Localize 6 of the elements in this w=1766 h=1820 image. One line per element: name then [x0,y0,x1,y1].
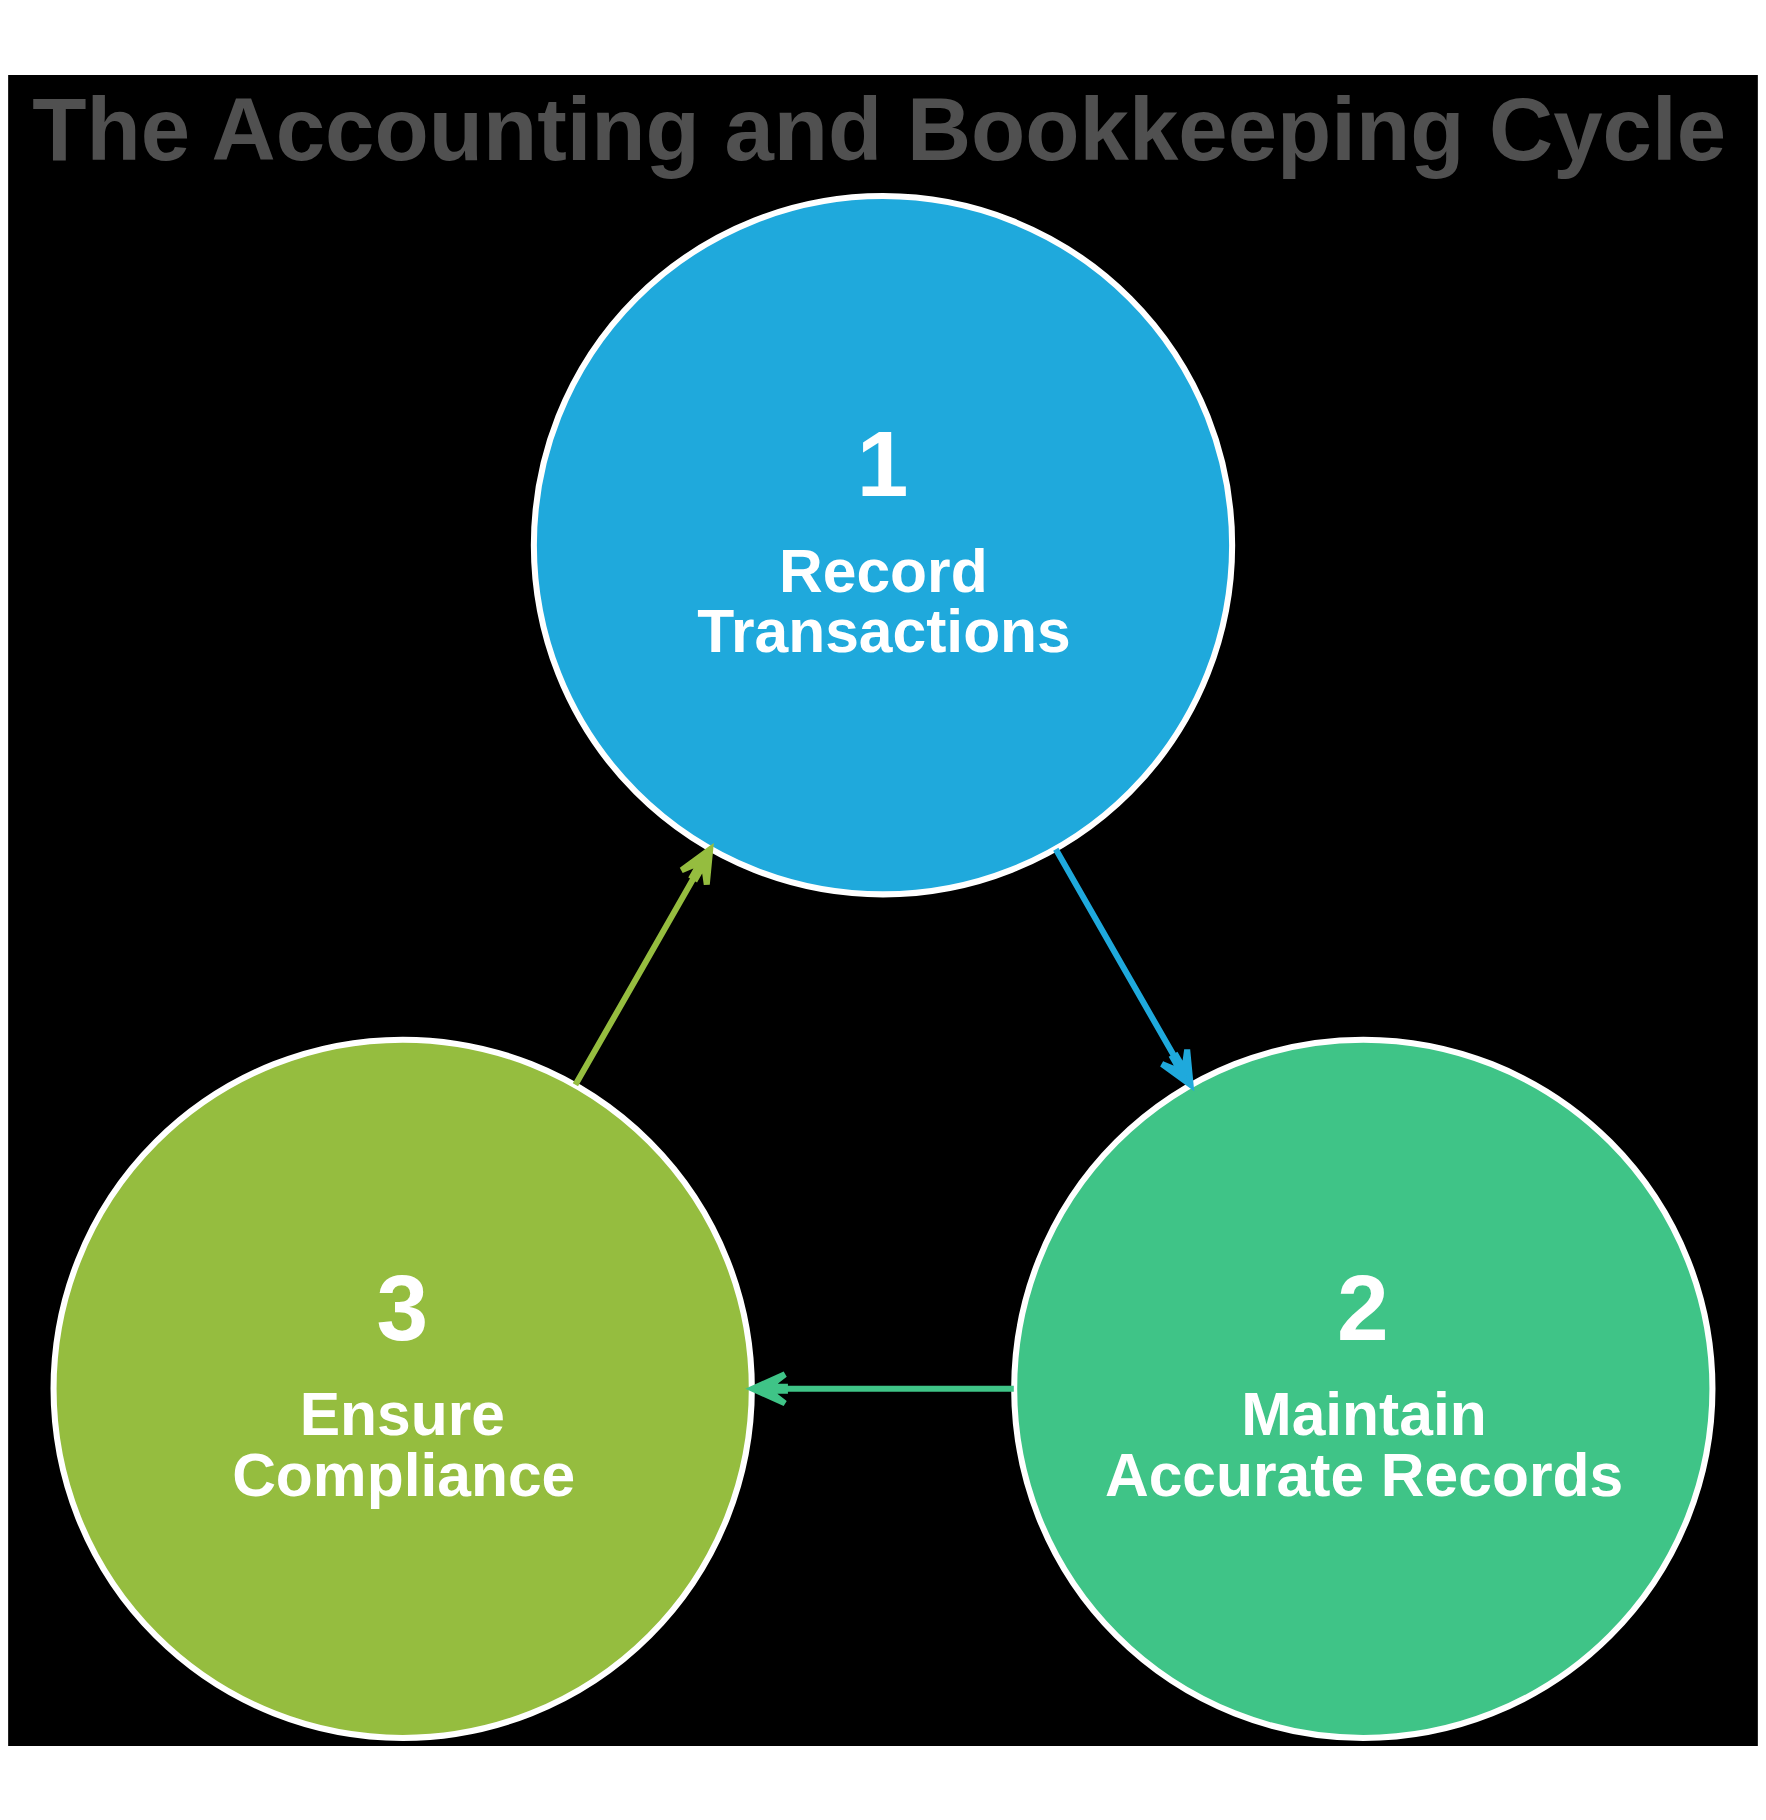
node-circle: 1 Record Transactions [530,192,1236,897]
node-circle: 2 Maintain Accurate Records [1011,1036,1716,1741]
diagram-title: The Accounting and Bookkeeping Cycle [32,79,1727,179]
arrow [572,845,714,1086]
node-circle: 3 Ensure Compliance [50,1036,755,1741]
arrow [1053,847,1194,1088]
